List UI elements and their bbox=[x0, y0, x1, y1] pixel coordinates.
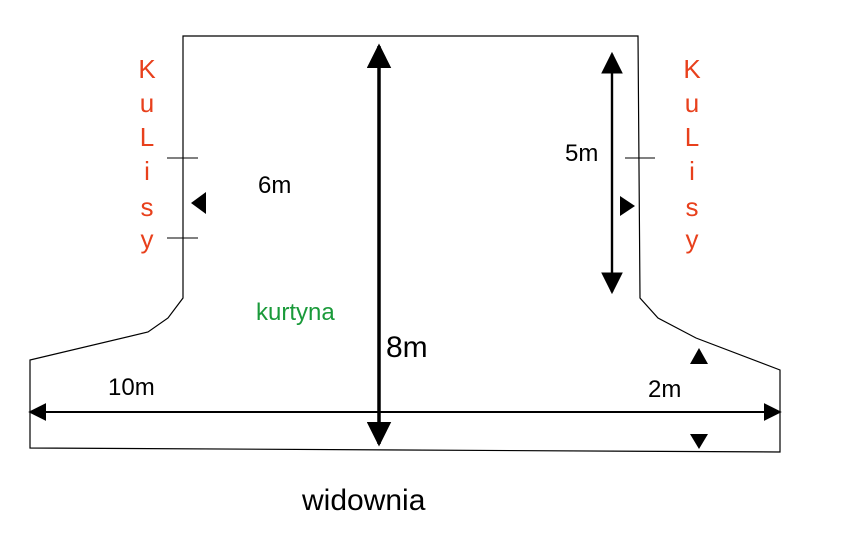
kulisy-left-letter: u bbox=[140, 88, 154, 118]
kulisy-left-letter: y bbox=[141, 224, 154, 254]
kulisy-right-letter: K bbox=[683, 54, 701, 84]
kulisy-left-letter: L bbox=[140, 122, 154, 152]
stage-outline bbox=[29, 35, 781, 453]
dimension-8m-label: 8m bbox=[386, 331, 428, 364]
dimension-10m-label: 10m bbox=[108, 374, 155, 401]
kulisy-left-label: K u L i s y bbox=[138, 54, 156, 254]
depth-marker-down bbox=[690, 434, 708, 449]
kulisy-right-letter: y bbox=[686, 224, 699, 254]
kulisy-right-label: K u L i s y bbox=[683, 54, 701, 254]
kulisy-right-letter: s bbox=[686, 192, 699, 222]
kulisy-left-letter: K bbox=[138, 54, 156, 84]
kulisy-right-letter: L bbox=[685, 122, 699, 152]
curtain-label: kurtyna bbox=[256, 299, 335, 326]
dimension-6m-label: 6m bbox=[258, 172, 291, 199]
kulisy-left-letter: s bbox=[141, 192, 154, 222]
dimension-2m-label: 2m bbox=[648, 376, 681, 403]
kulisy-right-letter: i bbox=[689, 156, 695, 186]
kulisy-left-letter: i bbox=[144, 156, 150, 186]
audience-label: widownia bbox=[301, 484, 426, 517]
depth-marker-up bbox=[690, 348, 708, 364]
right-wing-marker bbox=[620, 196, 635, 216]
left-wing-marker bbox=[191, 192, 206, 214]
dimension-5m-label: 5m bbox=[565, 140, 598, 167]
kulisy-right-letter: u bbox=[685, 88, 699, 118]
